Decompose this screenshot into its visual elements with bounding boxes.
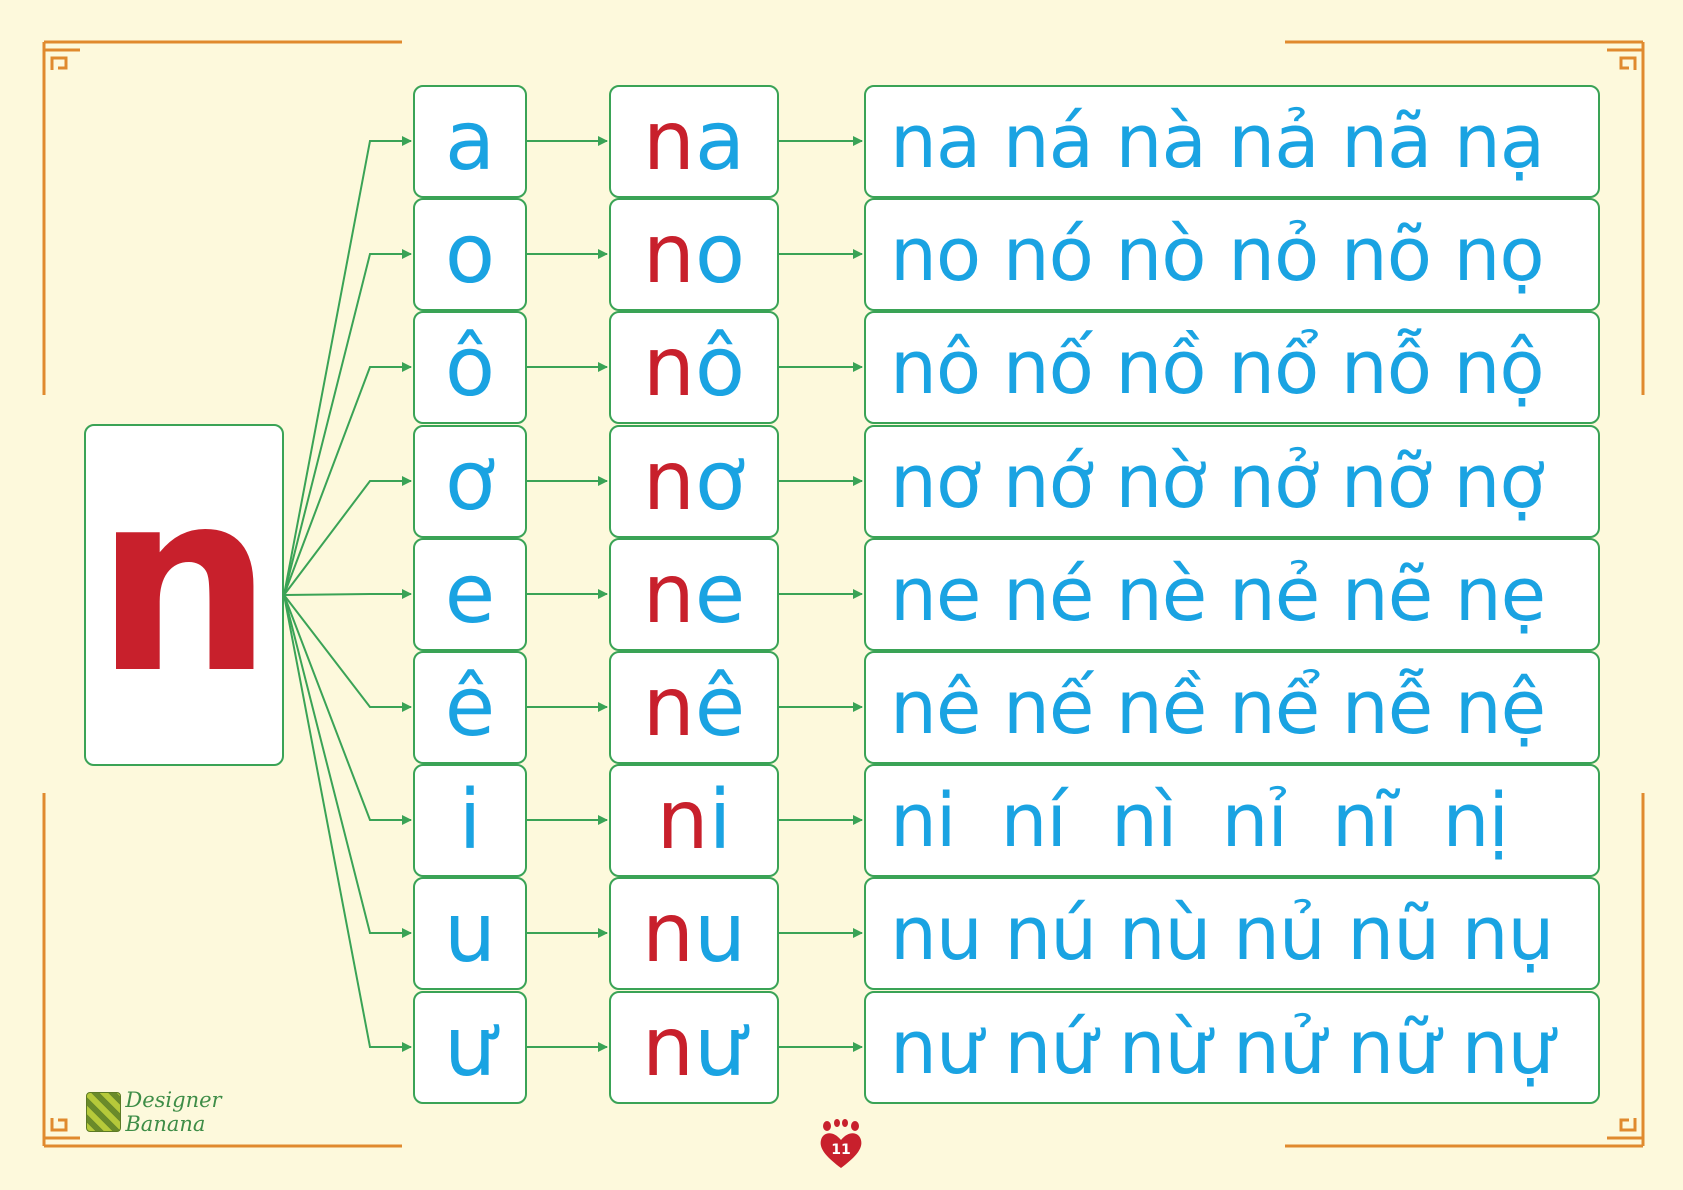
consonant-card: n <box>84 424 284 766</box>
arrow-to-vowel <box>283 589 412 599</box>
tone-variants-card: nơ nớ nờ nở nỡ nợ <box>864 425 1600 538</box>
arrow-to-vowel <box>283 136 412 596</box>
greek-key-corner-icon <box>42 1110 80 1140</box>
syllable-consonant: n <box>642 319 695 415</box>
vowel-card: ơ <box>413 425 527 538</box>
syllable-consonant: n <box>642 93 695 189</box>
syllable-rime: ê <box>694 659 746 755</box>
greek-key-corner-icon <box>1607 1110 1645 1140</box>
page-number: 11 <box>831 1142 851 1158</box>
tone-variants-card: nô nố nồ nổ nỗ nộ <box>864 311 1600 424</box>
syllable-rime: e <box>694 546 746 642</box>
greek-key-corner-icon <box>1599 40 1645 78</box>
syllable-rime: o <box>694 206 746 302</box>
arrow-to-vowel <box>283 594 412 1052</box>
syllable-consonant: n <box>656 772 709 868</box>
tone-variants-card: nê nế nề nể nễ nệ <box>864 651 1600 764</box>
consonant-letter: n <box>95 437 273 728</box>
banana-logo-icon <box>86 1092 122 1132</box>
brand-name: Designer Banana <box>125 1088 222 1136</box>
vowel-card: ư <box>413 991 527 1104</box>
arrow-to-vowel <box>283 476 412 596</box>
syllable-rime: i <box>708 772 732 868</box>
vowel-card: e <box>413 538 527 651</box>
vowel-card: ê <box>413 651 527 764</box>
greek-key-corner-icon <box>42 40 88 78</box>
tone-variants-card: ni ní nì nỉ nĩ nị <box>864 764 1600 877</box>
vowel-card: ô <box>413 311 527 424</box>
syllable-consonant: n <box>642 546 695 642</box>
vowel-card: u <box>413 877 527 990</box>
tone-variants-card: nư nứ nừ nử nữ nự <box>864 991 1600 1104</box>
vowel-card: a <box>413 85 527 198</box>
syllable-rime: ơ <box>694 433 746 529</box>
syllable-consonant: n <box>642 999 694 1095</box>
arrow-to-vowel <box>283 594 412 712</box>
vowel-card: o <box>413 198 527 311</box>
syllable-rime: u <box>694 885 746 981</box>
arrow-to-vowel <box>283 594 412 825</box>
tone-variants-card: ne né nè nẻ nẽ nẹ <box>864 538 1600 651</box>
vowel-card: i <box>413 764 527 877</box>
tone-variants-card: nu nú nù nủ nũ nụ <box>864 877 1600 990</box>
page-number-badge: 11 <box>813 1118 869 1174</box>
syllable-consonant: n <box>642 659 695 755</box>
arrow-to-vowel <box>283 362 412 596</box>
brand-logo: Designer Banana <box>86 1088 286 1136</box>
syllable-consonant: n <box>642 885 694 981</box>
tone-variants-card: na ná nà nả nã nạ <box>864 85 1600 198</box>
tone-variants-card: no nó nò nỏ nõ nọ <box>864 198 1600 311</box>
syllable-rime: a <box>694 93 746 189</box>
syllable-rime: ô <box>694 319 746 415</box>
arrow-to-vowel <box>283 249 412 596</box>
syllable-consonant: n <box>642 206 695 302</box>
syllable-consonant: n <box>642 433 695 529</box>
arrow-to-vowel <box>283 594 412 938</box>
syllable-rime: ư <box>694 999 746 1095</box>
heart-footprints-icon <box>820 1119 862 1168</box>
